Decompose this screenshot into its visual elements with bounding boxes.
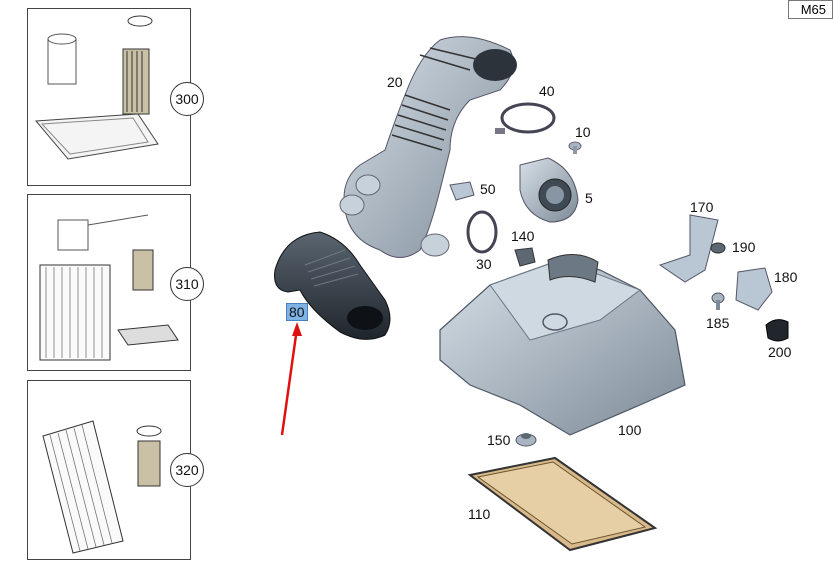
label-part-140[interactable]: 140 bbox=[511, 228, 535, 244]
part-170-bracket[interactable] bbox=[658, 214, 719, 283]
part-80-intake-hose[interactable] bbox=[274, 231, 391, 340]
part-110-filter-element[interactable] bbox=[467, 456, 658, 552]
label-part-10[interactable]: 10 bbox=[575, 124, 591, 140]
label-part-170[interactable]: 170 bbox=[690, 199, 714, 215]
part-140-bracket[interactable] bbox=[514, 247, 536, 267]
kit-box-320[interactable] bbox=[27, 380, 191, 560]
part-30-clamp-ring[interactable] bbox=[466, 210, 498, 254]
part-190-grommet[interactable] bbox=[710, 242, 726, 254]
part-185-bolt[interactable] bbox=[711, 292, 725, 310]
kit-320-illustration bbox=[42, 420, 162, 554]
kit-310-illustration bbox=[39, 214, 179, 361]
part-5-air-flow-sensor[interactable] bbox=[519, 157, 579, 223]
kit-300-illustration bbox=[34, 15, 159, 160]
kit-box-310[interactable] bbox=[27, 194, 191, 371]
label-part-200[interactable]: 200 bbox=[768, 344, 792, 360]
label-part-50[interactable]: 50 bbox=[480, 181, 496, 197]
part-40-clamp[interactable] bbox=[495, 102, 556, 134]
part-10-screw[interactable] bbox=[568, 141, 582, 154]
part-50-connector[interactable] bbox=[449, 181, 475, 201]
kit-box-300[interactable] bbox=[27, 8, 191, 186]
part-180-mount[interactable] bbox=[735, 267, 773, 311]
part-200-rubber-mount[interactable] bbox=[765, 319, 789, 342]
highlight-arrow bbox=[280, 322, 302, 436]
part-150-grommet[interactable] bbox=[515, 433, 537, 447]
part-100-filter-housing[interactable] bbox=[439, 254, 686, 436]
kit-number-310[interactable]: 310 bbox=[170, 267, 204, 301]
part-20-intake-duct[interactable] bbox=[339, 36, 517, 258]
label-part-185[interactable]: 185 bbox=[706, 315, 730, 331]
label-part-180[interactable]: 180 bbox=[774, 269, 798, 285]
label-part-100[interactable]: 100 bbox=[618, 422, 642, 438]
kit-number-300[interactable]: 300 bbox=[170, 82, 204, 116]
label-part-80[interactable]: 80 bbox=[286, 303, 308, 321]
label-part-5[interactable]: 5 bbox=[585, 190, 593, 206]
label-part-190[interactable]: 190 bbox=[732, 239, 756, 255]
label-part-30[interactable]: 30 bbox=[476, 256, 492, 272]
label-part-110[interactable]: 110 bbox=[468, 506, 491, 522]
kit-number-320[interactable]: 320 bbox=[170, 453, 204, 487]
label-part-40[interactable]: 40 bbox=[539, 83, 555, 99]
label-part-20[interactable]: 20 bbox=[387, 74, 403, 90]
diagram-reference: M65 bbox=[787, 0, 833, 19]
label-part-150[interactable]: 150 bbox=[487, 432, 511, 448]
